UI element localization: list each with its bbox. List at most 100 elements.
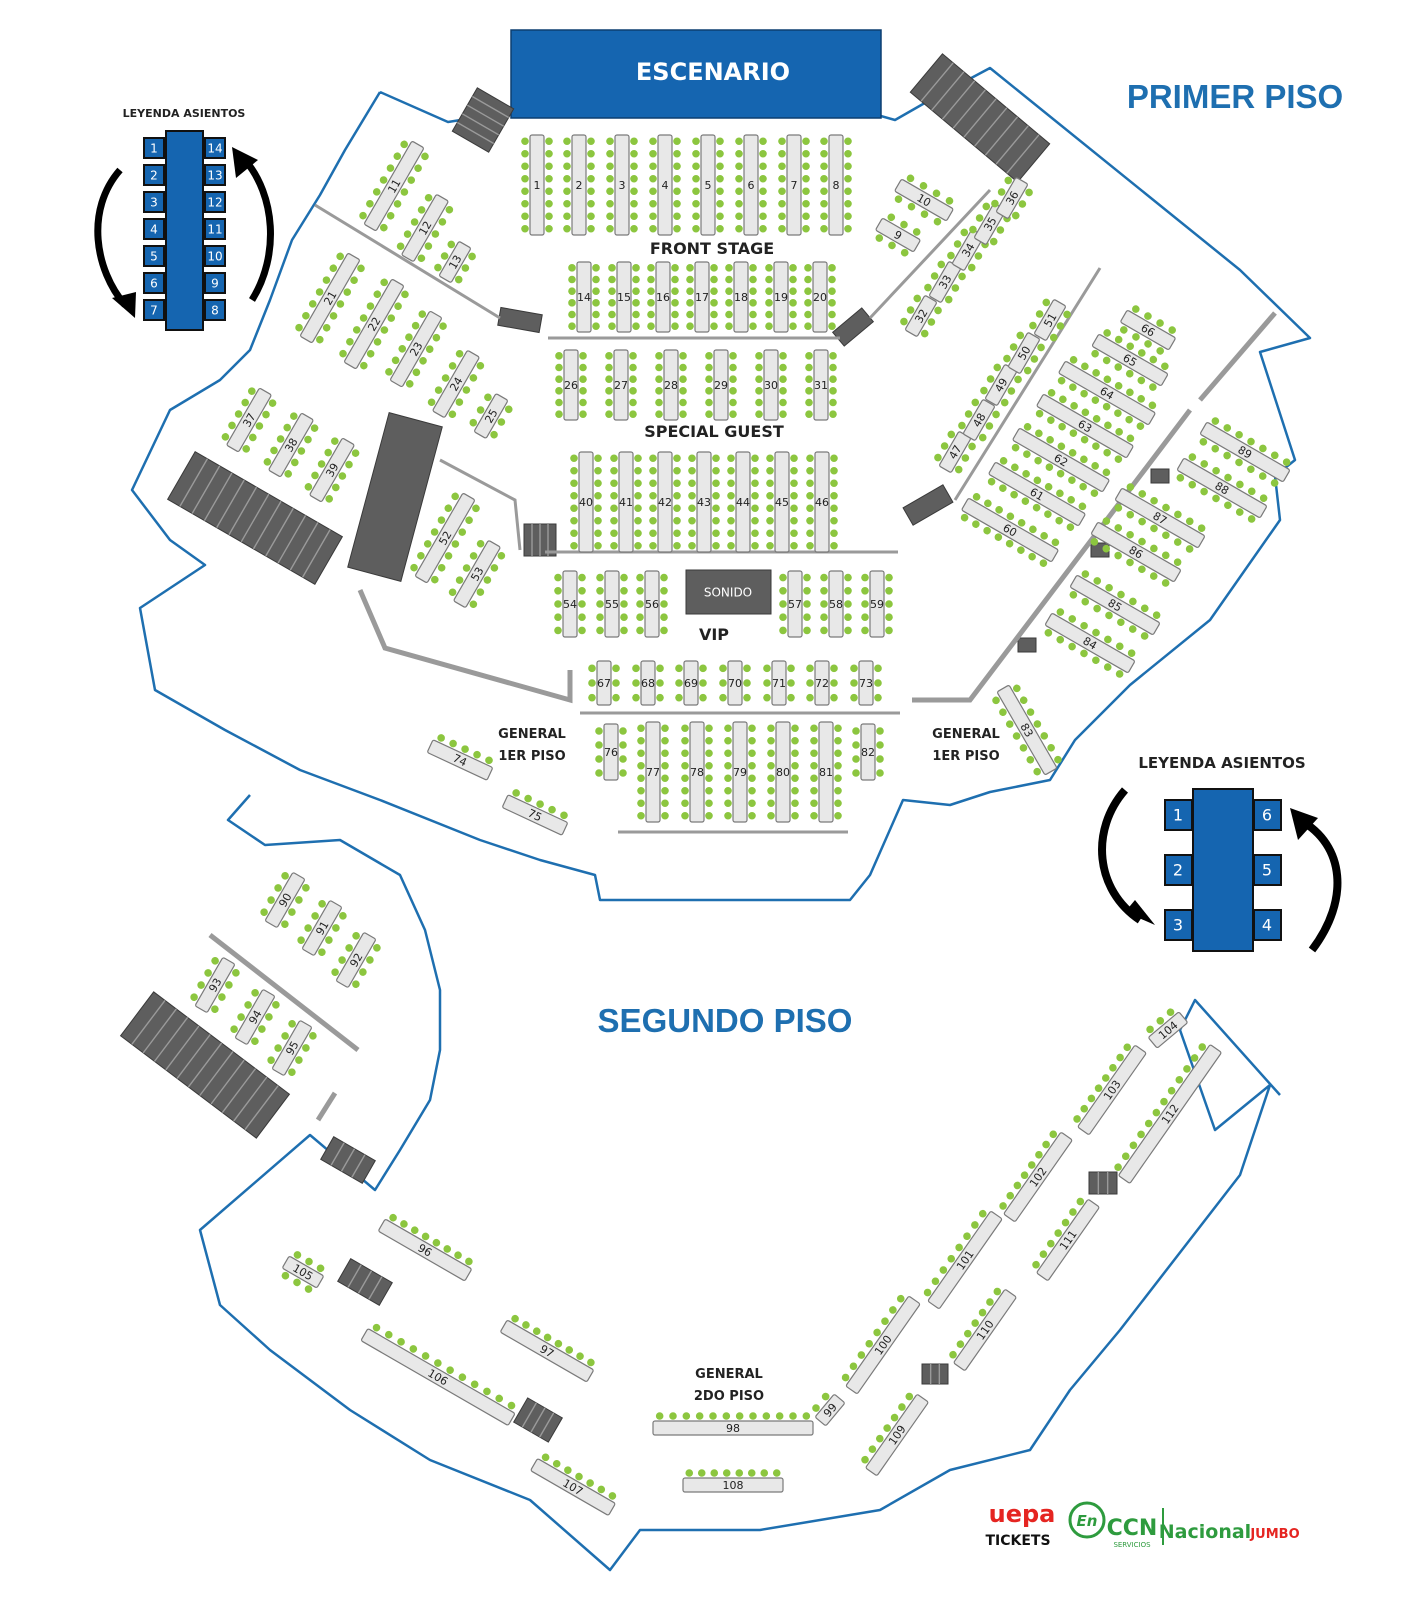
table-69[interactable]: 69 bbox=[675, 660, 707, 706]
seat[interactable] bbox=[443, 503, 453, 513]
seat[interactable] bbox=[454, 274, 464, 284]
seat[interactable] bbox=[457, 1372, 467, 1382]
seat[interactable] bbox=[595, 755, 603, 763]
seat[interactable] bbox=[1043, 628, 1053, 638]
seat[interactable] bbox=[725, 287, 733, 295]
seat[interactable] bbox=[608, 310, 616, 319]
seat[interactable] bbox=[673, 212, 681, 221]
seat[interactable] bbox=[675, 664, 683, 673]
seat[interactable] bbox=[820, 137, 828, 146]
seat[interactable] bbox=[596, 1484, 606, 1494]
seat[interactable] bbox=[778, 174, 786, 183]
seat[interactable] bbox=[553, 1339, 563, 1349]
seat[interactable] bbox=[692, 174, 700, 183]
seat[interactable] bbox=[592, 275, 600, 284]
seat[interactable] bbox=[482, 1386, 492, 1396]
seat[interactable] bbox=[802, 149, 810, 158]
seat[interactable] bbox=[850, 693, 858, 702]
seat[interactable] bbox=[496, 417, 506, 427]
seat[interactable] bbox=[1055, 488, 1065, 498]
seat[interactable] bbox=[719, 664, 727, 673]
seat[interactable] bbox=[1125, 369, 1135, 379]
seat[interactable] bbox=[365, 199, 375, 209]
seat[interactable] bbox=[735, 1412, 744, 1420]
seat[interactable] bbox=[834, 811, 842, 820]
seat[interactable] bbox=[751, 466, 759, 475]
seat[interactable] bbox=[931, 188, 941, 198]
seat[interactable] bbox=[554, 600, 562, 608]
seat[interactable] bbox=[588, 664, 596, 673]
seat[interactable] bbox=[1090, 349, 1100, 359]
seat[interactable] bbox=[998, 1201, 1009, 1212]
seat[interactable] bbox=[1034, 408, 1044, 418]
seat[interactable] bbox=[1015, 330, 1025, 340]
seat[interactable] bbox=[930, 1276, 941, 1287]
table-top[interactable] bbox=[282, 1256, 324, 1288]
seat[interactable] bbox=[392, 199, 402, 209]
seat[interactable] bbox=[620, 587, 628, 595]
seat[interactable] bbox=[806, 664, 814, 673]
table-top[interactable] bbox=[1034, 299, 1066, 341]
seat[interactable] bbox=[1039, 531, 1049, 541]
seat[interactable] bbox=[409, 217, 419, 227]
seat[interactable] bbox=[679, 375, 687, 383]
seat[interactable] bbox=[1174, 1075, 1185, 1086]
seat[interactable] bbox=[1056, 375, 1066, 385]
table-top[interactable] bbox=[235, 989, 275, 1045]
table-top[interactable] bbox=[530, 1458, 616, 1516]
seat[interactable] bbox=[671, 310, 679, 319]
seat[interactable] bbox=[1113, 550, 1123, 560]
seat[interactable] bbox=[804, 275, 812, 284]
seat[interactable] bbox=[1258, 493, 1268, 503]
seat[interactable] bbox=[1247, 486, 1257, 496]
seat[interactable] bbox=[632, 275, 640, 284]
seat[interactable] bbox=[1104, 583, 1114, 593]
seat[interactable] bbox=[724, 799, 732, 808]
seat[interactable] bbox=[1068, 428, 1078, 438]
seat[interactable] bbox=[309, 423, 319, 433]
seat[interactable] bbox=[649, 149, 657, 158]
table-23[interactable]: 23 bbox=[382, 306, 449, 391]
seat[interactable] bbox=[830, 454, 838, 463]
table-53[interactable]: 53 bbox=[446, 536, 508, 612]
seat[interactable] bbox=[705, 410, 713, 418]
table-74[interactable]: 74 bbox=[427, 732, 496, 781]
seat[interactable] bbox=[779, 352, 787, 360]
seat[interactable] bbox=[610, 516, 618, 525]
table-top[interactable] bbox=[927, 1211, 1003, 1309]
seat[interactable] bbox=[289, 411, 299, 421]
seat[interactable] bbox=[852, 769, 860, 777]
seat[interactable] bbox=[450, 491, 460, 501]
seat[interactable] bbox=[1161, 530, 1171, 540]
seat[interactable] bbox=[384, 1330, 394, 1340]
seat[interactable] bbox=[933, 452, 943, 462]
seat[interactable] bbox=[636, 626, 644, 635]
seat[interactable] bbox=[727, 529, 735, 538]
seat[interactable] bbox=[388, 1213, 398, 1223]
seat[interactable] bbox=[886, 212, 896, 222]
seat[interactable] bbox=[810, 786, 818, 795]
seat[interactable] bbox=[595, 769, 603, 777]
seat[interactable] bbox=[579, 410, 587, 418]
seat[interactable] bbox=[607, 1491, 617, 1501]
seat[interactable] bbox=[983, 498, 993, 508]
seat[interactable] bbox=[888, 1305, 899, 1316]
seat[interactable] bbox=[532, 1326, 542, 1336]
seat[interactable] bbox=[778, 224, 786, 233]
seat[interactable] bbox=[271, 1000, 281, 1010]
seat[interactable] bbox=[587, 224, 595, 233]
seat[interactable] bbox=[585, 1478, 595, 1488]
seat[interactable] bbox=[1031, 502, 1041, 512]
seat[interactable] bbox=[763, 693, 771, 702]
table-31[interactable]: 31 bbox=[805, 349, 837, 421]
seat[interactable] bbox=[1125, 387, 1135, 397]
seat[interactable] bbox=[1189, 1053, 1200, 1064]
seat[interactable] bbox=[612, 664, 620, 673]
seat[interactable] bbox=[1115, 1052, 1126, 1063]
seat[interactable] bbox=[1101, 467, 1111, 477]
seat[interactable] bbox=[990, 198, 1000, 208]
seat[interactable] bbox=[280, 1271, 290, 1281]
seat[interactable] bbox=[681, 761, 689, 770]
table-91[interactable]: 91 bbox=[294, 896, 349, 960]
table-top[interactable] bbox=[529, 134, 545, 236]
